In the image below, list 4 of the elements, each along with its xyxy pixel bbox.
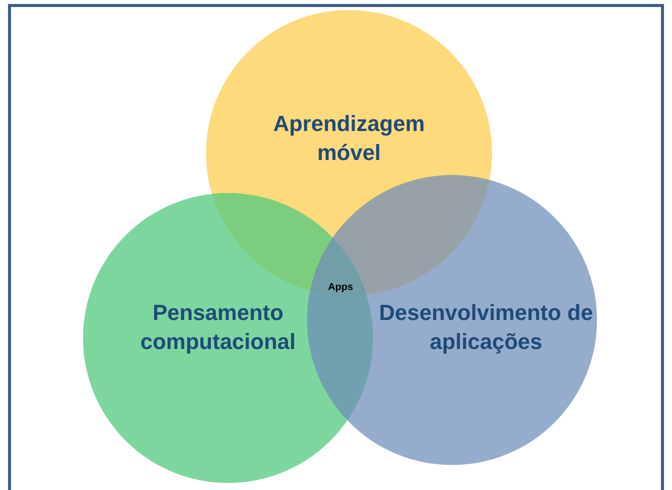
center-label: Apps: [328, 282, 353, 293]
circle-label: Pensamento computacional: [139, 299, 297, 356]
circle-label: Aprendizagem móvel: [272, 110, 426, 167]
circle-label: Desenvolvimento de aplicações: [378, 299, 594, 356]
